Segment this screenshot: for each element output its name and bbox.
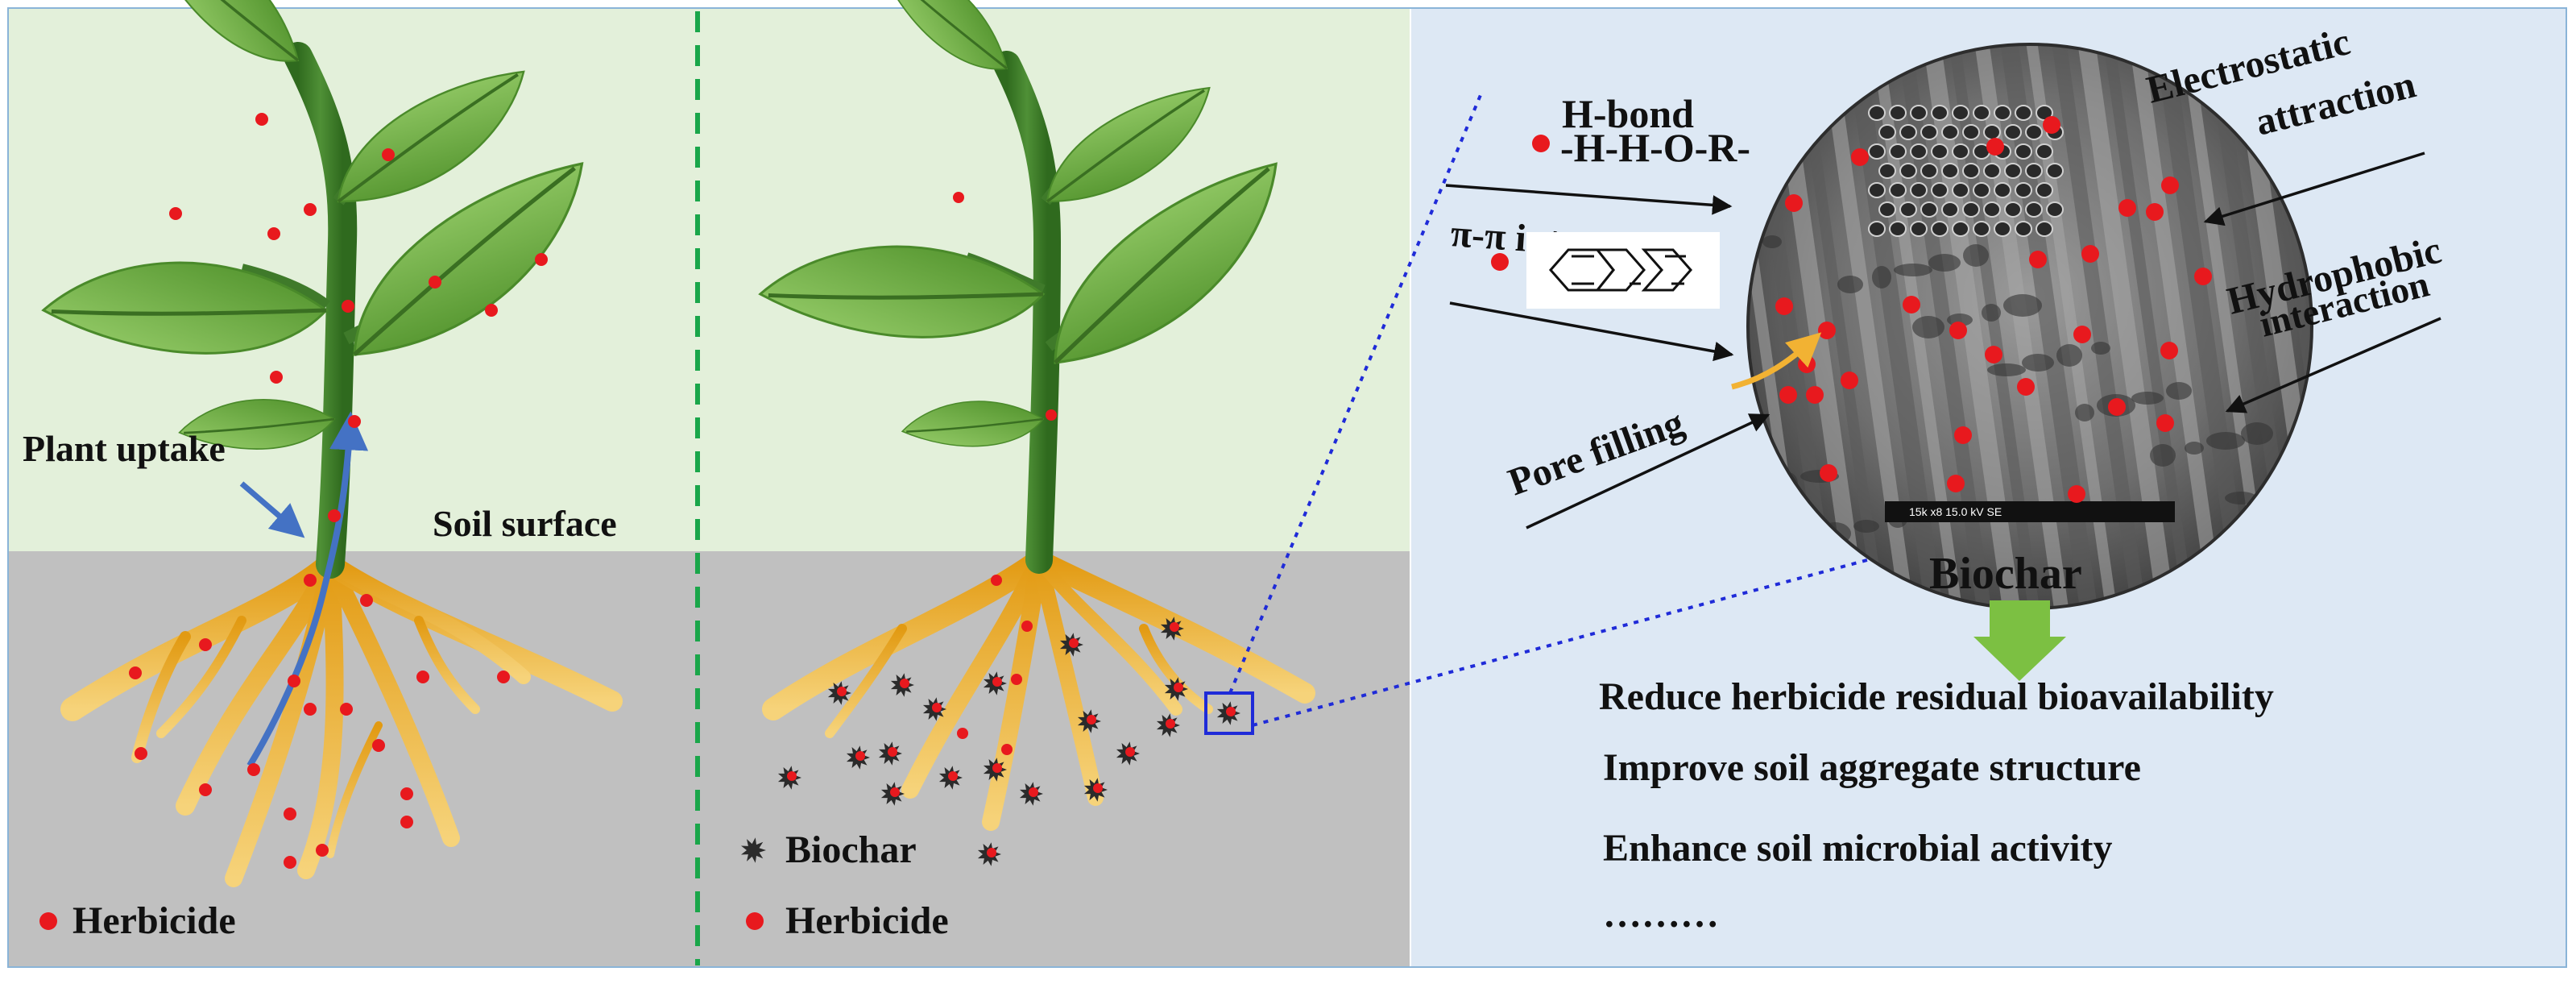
pore-filling-arrow	[1731, 332, 1822, 390]
adsorbed-herbicide-dot	[1087, 715, 1096, 725]
adsorbed-herbicide-dot	[948, 771, 958, 781]
adsorbed-herbicide-dot	[888, 747, 897, 757]
sem-scale-bar: 15k x8 15.0 kV SE	[1909, 505, 2002, 518]
middle-stem	[993, 51, 1062, 574]
herbicide-legend-dot-middle	[746, 912, 764, 930]
adsorbed-herbicide-dot	[900, 679, 909, 688]
plant-uptake-arrow	[239, 481, 305, 538]
herbicide-legend-label: Herbicide	[72, 899, 236, 942]
left-herbicide-dots	[129, 113, 548, 869]
anthracene-structure-icon	[1526, 232, 1720, 309]
zoom-box	[1204, 691, 1254, 735]
effect-item-1: Reduce herbicide residual bioavailabilit…	[1599, 675, 2274, 718]
frame	[7, 7, 2567, 968]
adsorbed-herbicide-dot	[992, 677, 1002, 687]
herbicide-legend-label-middle: Herbicide	[785, 899, 949, 942]
adsorbed-herbicide-dot	[787, 771, 797, 781]
mechanism-arrows	[1445, 152, 2441, 529]
biochar-title: Biochar	[1929, 549, 2082, 599]
h-bond-herbicide-dot	[1532, 135, 1550, 152]
effect-item-2: Improve soil aggregate structure	[1603, 746, 2141, 789]
result-down-arrow	[1973, 600, 2066, 681]
soil-surface-label: Soil surface	[433, 503, 617, 544]
sem-herbicide-dots	[1775, 116, 2212, 503]
h-bond-label: H-bond	[1562, 91, 1694, 136]
sem-image: 15k x8 15.0 kV SE	[1731, 43, 2313, 610]
adsorbed-herbicide-dot	[1029, 787, 1038, 797]
h-bond-formula: -H-H-O-R-	[1560, 125, 1750, 170]
adsorbed-herbicide-dot	[890, 787, 900, 797]
pi-pi-herbicide-dot	[1491, 253, 1509, 271]
zoom-lines	[1228, 94, 1898, 727]
adsorbed-herbicide-dot	[992, 763, 1002, 773]
middle-herbicide-dots	[953, 192, 1057, 755]
adsorbed-herbicide-dot	[837, 687, 847, 696]
adsorbed-herbicide-dot	[1166, 719, 1175, 729]
uptake-path-arrow	[246, 411, 369, 768]
left-stem	[284, 42, 358, 579]
adsorbed-herbicide-dot	[1174, 683, 1183, 692]
plant-uptake-label: Plant uptake	[23, 428, 226, 469]
biochar-particles	[741, 617, 1240, 866]
left-plant: Plant uptake Soil surface Herbicide	[23, 0, 623, 942]
adsorbed-herbicide-dot	[855, 751, 865, 761]
adsorbed-herbicide-dot	[1170, 622, 1179, 632]
adsorbed-herbicide-dot	[1069, 638, 1079, 648]
adsorbed-herbicide-dot	[987, 848, 996, 857]
effects-list: Reduce herbicide residual bioavailabilit…	[1599, 675, 2274, 936]
herbicide-legend-dot	[39, 912, 57, 930]
middle-plant: Biochar Herbicide	[741, 0, 1318, 942]
adsorbed-herbicide-dot	[1093, 783, 1103, 793]
middle-roots	[762, 549, 1315, 831]
mechanism-panel: 15k x8 15.0 kV SE H	[1445, 20, 2446, 936]
adsorbed-herbicide-dot	[1226, 707, 1236, 716]
biochar-legend-icon	[741, 837, 766, 863]
biochar-legend-label: Biochar	[785, 828, 917, 871]
effect-item-4: ………	[1603, 893, 1719, 936]
effect-item-3: Enhance soil microbial activity	[1603, 827, 2112, 870]
adsorbed-herbicide-dot	[1125, 747, 1135, 757]
adsorbed-herbicide-dot	[932, 703, 942, 712]
